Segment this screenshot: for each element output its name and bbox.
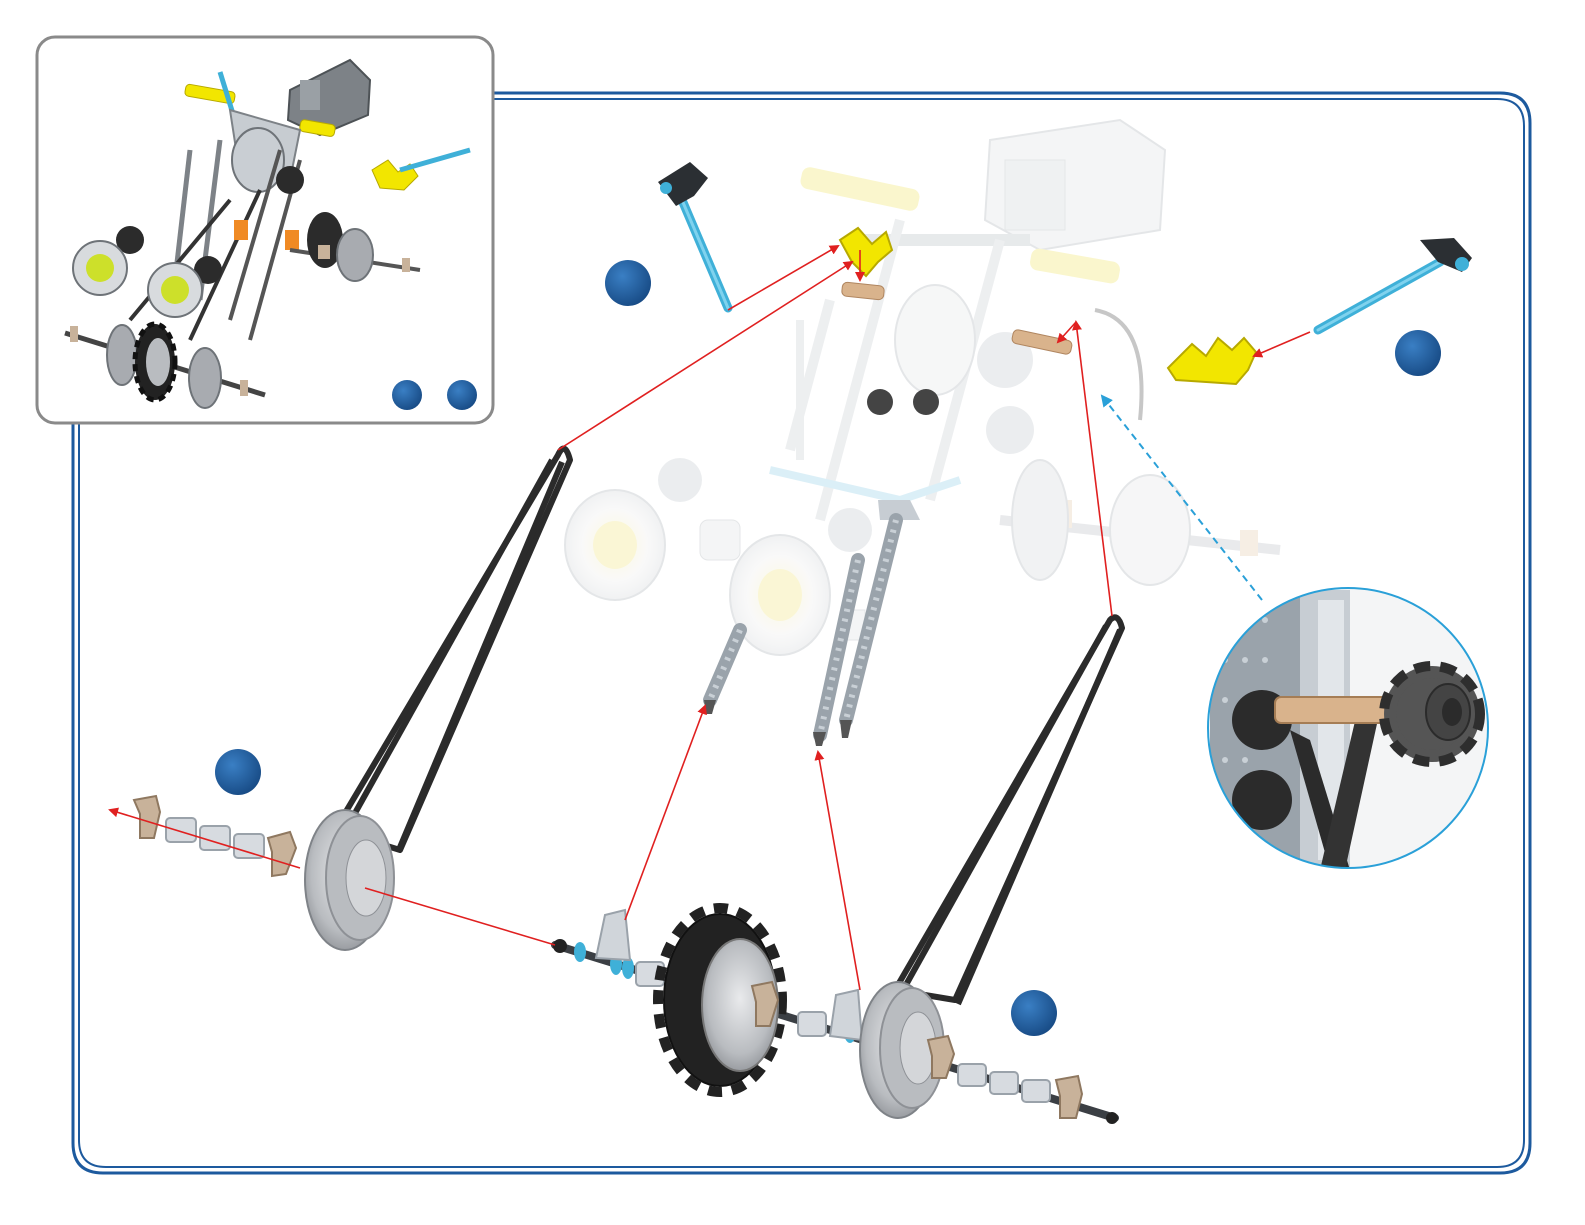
drive-belt — [895, 617, 1122, 1004]
drive-belt — [335, 449, 570, 852]
step-marker — [1395, 330, 1441, 376]
ball-marker — [913, 389, 939, 415]
step-marker — [215, 749, 261, 795]
left-axle-assembly — [134, 796, 394, 950]
cyan-arm-part — [658, 162, 728, 308]
detail-magnifier — [1200, 580, 1500, 880]
yellow-connector — [1168, 338, 1256, 384]
step-marker — [1011, 990, 1057, 1036]
cyan-arm-part — [1318, 238, 1472, 330]
inset-step-marker — [392, 380, 422, 410]
ball-marker — [867, 389, 893, 415]
grey-strut — [704, 630, 740, 714]
inset-step-marker — [447, 380, 477, 410]
inset-preview — [37, 37, 493, 423]
step-marker — [605, 260, 651, 306]
